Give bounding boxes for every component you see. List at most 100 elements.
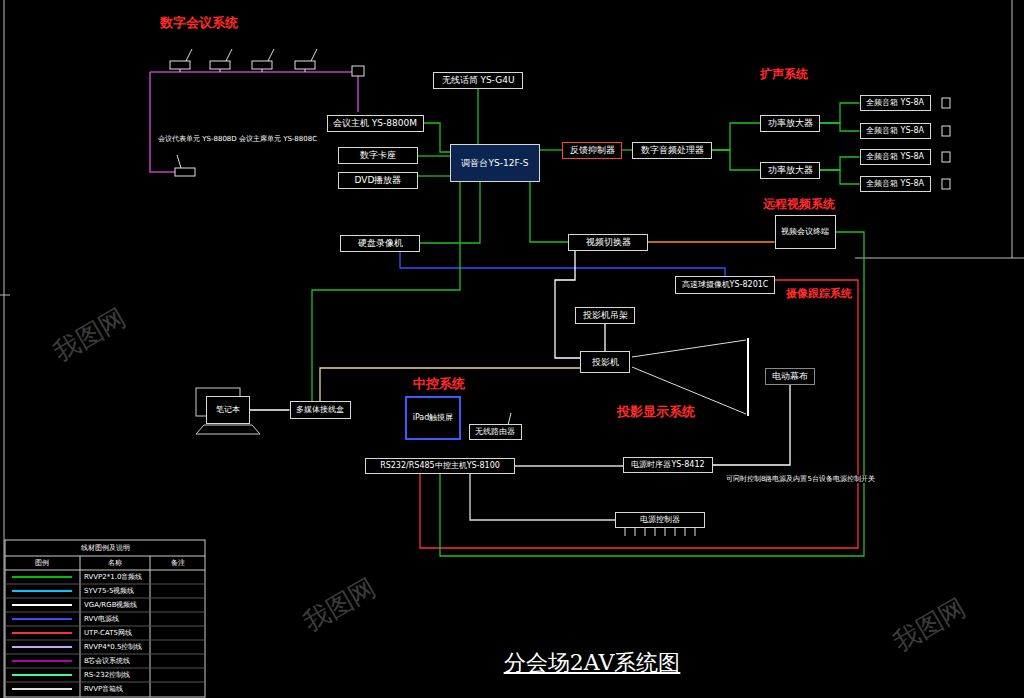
device-box: 反馈抑制器: [562, 142, 622, 159]
device-label: 电动幕布: [772, 371, 808, 382]
legend-row-rule: [5, 654, 205, 655]
cable-line: [470, 474, 615, 520]
strip-leg: [675, 528, 676, 536]
device-box: DVD播放器: [338, 172, 418, 189]
watermark: 我图网: [298, 573, 381, 639]
speaker-icons: [942, 98, 950, 189]
watermark: 我图网: [48, 303, 131, 369]
cable-line: [424, 123, 451, 152]
legend-swatch: [12, 618, 72, 620]
cable-line: [820, 170, 860, 184]
note-label: 名称: [108, 559, 122, 567]
device-label: RS232/RS485中控主机YS-8100: [380, 461, 500, 471]
device-box: 全频音箱 YS-8A: [860, 176, 931, 192]
legend-text: RVVP2*1.0音频线: [84, 573, 142, 581]
strip-leg: [695, 528, 696, 536]
legend-row-rule: [5, 682, 205, 683]
cable-line: [540, 149, 562, 150]
device-box: 全频音箱 YS-8A: [860, 149, 931, 165]
cable-line: [712, 123, 760, 150]
strip-leg: [685, 528, 686, 536]
frame-tick: [0, 295, 10, 296]
device-label: 功率放大器: [768, 118, 813, 129]
device-label: iPad触摸屏: [413, 413, 454, 423]
device-box: 会议主机 YS-8800M: [327, 115, 424, 132]
frame-line: [4, 0, 5, 698]
watermark: 我图网: [888, 593, 971, 659]
mic-drop: [180, 69, 181, 72]
device-box: 功率放大器: [760, 162, 820, 179]
device-box: 全频音箱 YS-8A: [860, 95, 931, 111]
legend-swatch: [12, 576, 72, 578]
legend-table: [5, 540, 205, 697]
mic-neck: [226, 49, 232, 61]
cable-line: [713, 385, 790, 466]
device-label: 数字音频处理器: [641, 145, 704, 156]
note-label: 数字会议系统: [160, 15, 238, 31]
cable-line: [530, 182, 568, 242]
strip-leg: [645, 528, 646, 536]
device-label: 调音台YS-12F-S: [461, 158, 528, 169]
device-label: 无线话筒 YS-G4U: [442, 75, 515, 86]
legend-swatch: [12, 660, 72, 662]
note-label: 图例: [35, 559, 49, 567]
note-label: 中控系统: [413, 376, 465, 392]
note-label: 投影显示系统: [617, 404, 695, 420]
device-box: 视频会议终端: [775, 215, 836, 249]
mic-neck: [268, 49, 274, 61]
mic-base: [295, 61, 315, 69]
legend-swatch: [12, 632, 72, 634]
conference-wire: [150, 72, 175, 172]
legend-row-rule: [5, 668, 205, 669]
device-box: 高速球摄像机YS-8201C: [675, 276, 775, 294]
legend-text: RVVP音箱线: [84, 685, 123, 693]
device-box: 功率放大器: [760, 115, 820, 132]
device-box: 投影机: [580, 351, 630, 373]
speaker-icon: [942, 152, 950, 162]
drawing-title: 分会场2AV系统图: [504, 650, 681, 676]
device-box: 视频切换器: [568, 234, 648, 251]
device-box: 投影机吊架: [575, 307, 635, 324]
device-box: 调音台YS-12F-S: [450, 144, 540, 182]
cable-line: [622, 149, 632, 150]
power-strip-legs: [625, 528, 695, 536]
device-box: 数字卡座: [338, 147, 418, 164]
cable-line: [820, 123, 860, 131]
device-label: 视频会议终端: [781, 227, 829, 237]
device-box: 全频音箱 YS-8A: [860, 123, 931, 139]
device-box: 电源时序器YS-8412: [623, 457, 713, 473]
cable-line: [648, 241, 775, 242]
strip-leg: [635, 528, 636, 536]
device-box: 无线路由器: [469, 424, 522, 440]
note-label: 线材图例及说明: [81, 544, 130, 552]
legend-swatch: [12, 646, 72, 648]
legend-border: [5, 540, 205, 697]
device-label: 会议主机 YS-8800M: [333, 118, 417, 129]
projection-beam: [632, 340, 746, 357]
note-label: 备注: [171, 559, 185, 567]
legend-text: RVV电源线: [84, 615, 119, 623]
device-box: 硬盘录像机: [340, 235, 420, 252]
device-label: 笔记本: [216, 405, 240, 415]
mic-drop: [305, 69, 306, 72]
strip-leg: [655, 528, 656, 536]
legend-row-rule: [5, 640, 205, 641]
legend-row-rules: [5, 584, 205, 682]
cable-line: [515, 465, 623, 466]
device-box: 多媒体接线盒: [290, 401, 351, 419]
cable-line: [477, 89, 478, 145]
delegate-mics: [170, 49, 364, 176]
legend-rule: [5, 556, 205, 557]
device-label: 功率放大器: [768, 165, 813, 176]
note-label: 会议代表单元 YS-8808D 会议主席单元 YS-8808C: [158, 135, 317, 143]
device-label: 数字卡座: [360, 150, 396, 161]
legend-row-rule: [5, 598, 205, 599]
device-box: 电动幕布: [765, 368, 815, 385]
cable-line: [250, 409, 290, 410]
speaker-icon: [942, 179, 950, 189]
legend-rule: [5, 570, 205, 571]
conference-wire: [357, 76, 359, 112]
device-label: 电源控制器: [640, 515, 680, 525]
device-label: 全频音箱 YS-8A: [866, 179, 924, 189]
